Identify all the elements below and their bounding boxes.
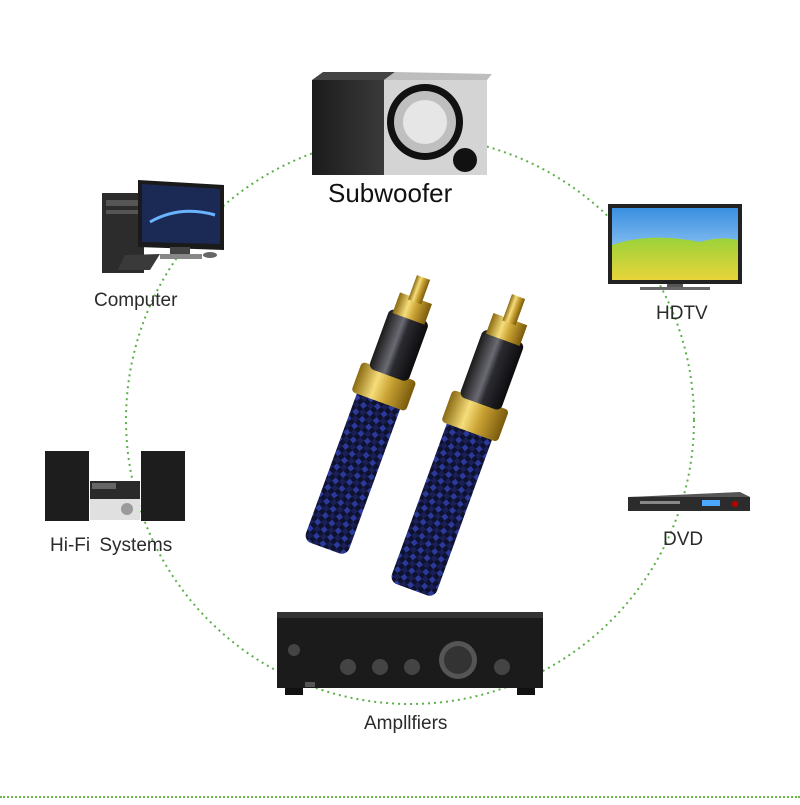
hifi-system-icon <box>45 451 185 521</box>
dvd-label: DVD <box>663 529 704 550</box>
dvd-player-icon <box>628 492 750 511</box>
amplifier-icon <box>277 612 543 695</box>
hifi-label: Hi-Fi Systems <box>50 535 173 556</box>
amplifiers-label: Ampllfiers <box>364 713 448 734</box>
bottom-divider <box>0 796 800 798</box>
hdtv-icon <box>608 204 742 290</box>
connection-ring <box>125 135 695 705</box>
rca-cable-icon <box>305 275 528 596</box>
subwoofer-label: Subwoofer <box>328 178 453 208</box>
subwoofer-icon <box>312 72 492 175</box>
computer-icon <box>102 180 224 273</box>
computer-label: Computer <box>94 290 178 311</box>
hdtv-label: HDTV <box>656 303 708 324</box>
